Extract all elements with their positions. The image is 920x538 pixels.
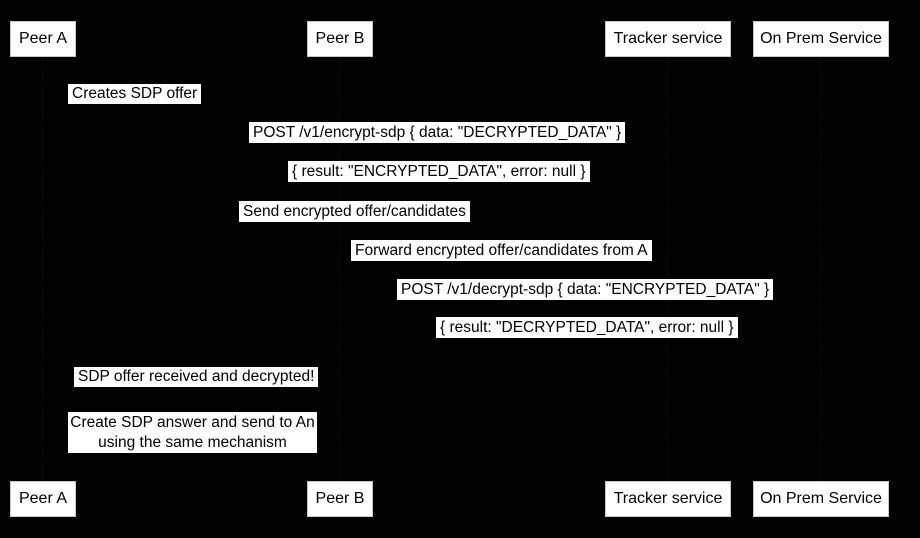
message-send-encrypted-offer: Send encrypted offer/candidates xyxy=(239,201,470,222)
actor-on-prem-service-bottom: On Prem Service xyxy=(753,481,889,517)
message-post-decrypt-sdp: POST /v1/decrypt-sdp { data: "ENCRYPTED_… xyxy=(397,279,774,300)
actor-peer-a-top: Peer A xyxy=(10,21,76,57)
note-create-sdp-answer: Create SDP answer and send to An using t… xyxy=(68,412,317,453)
note-line-1: Create SDP answer and send to An xyxy=(70,414,315,431)
lifeline-peer-b xyxy=(339,57,340,481)
actor-peer-b-bottom: Peer B xyxy=(307,481,373,517)
actor-label: On Prem Service xyxy=(760,30,882,47)
actor-tracker-service-bottom: Tracker service xyxy=(605,481,731,517)
message-forward-encrypted-offer: Forward encrypted offer/candidates from … xyxy=(351,240,652,261)
actor-on-prem-service-top: On Prem Service xyxy=(753,21,889,57)
lifeline-tracker-service xyxy=(667,57,668,481)
actor-label: Peer B xyxy=(315,30,365,47)
actor-label: On Prem Service xyxy=(760,490,882,507)
message-sdp-offer-received: SDP offer received and decrypted! xyxy=(74,367,319,387)
lifeline-peer-a xyxy=(42,57,43,481)
actor-peer-a-bottom: Peer A xyxy=(10,481,76,517)
message-result-decrypted-data: { result: "DECRYPTED_DATA", error: null … xyxy=(436,317,738,338)
lifeline-on-prem-service xyxy=(820,57,821,481)
actor-label: Tracker service xyxy=(613,30,723,47)
actor-label: Peer A xyxy=(18,490,68,507)
message-result-encrypted-data: { result: "ENCRYPTED_DATA", error: null … xyxy=(288,161,590,182)
message-creates-sdp-offer: Creates SDP offer xyxy=(68,84,202,104)
message-post-encrypt-sdp: POST /v1/encrypt-sdp { data: "DECRYPTED_… xyxy=(249,122,626,143)
actor-peer-b-top: Peer B xyxy=(307,21,373,57)
note-line-2: using the same mechanism xyxy=(98,434,287,451)
actor-tracker-service-top: Tracker service xyxy=(605,21,731,57)
actor-label: Peer B xyxy=(315,490,365,507)
actor-label: Tracker service xyxy=(613,490,723,507)
actor-label: Peer A xyxy=(18,30,68,47)
